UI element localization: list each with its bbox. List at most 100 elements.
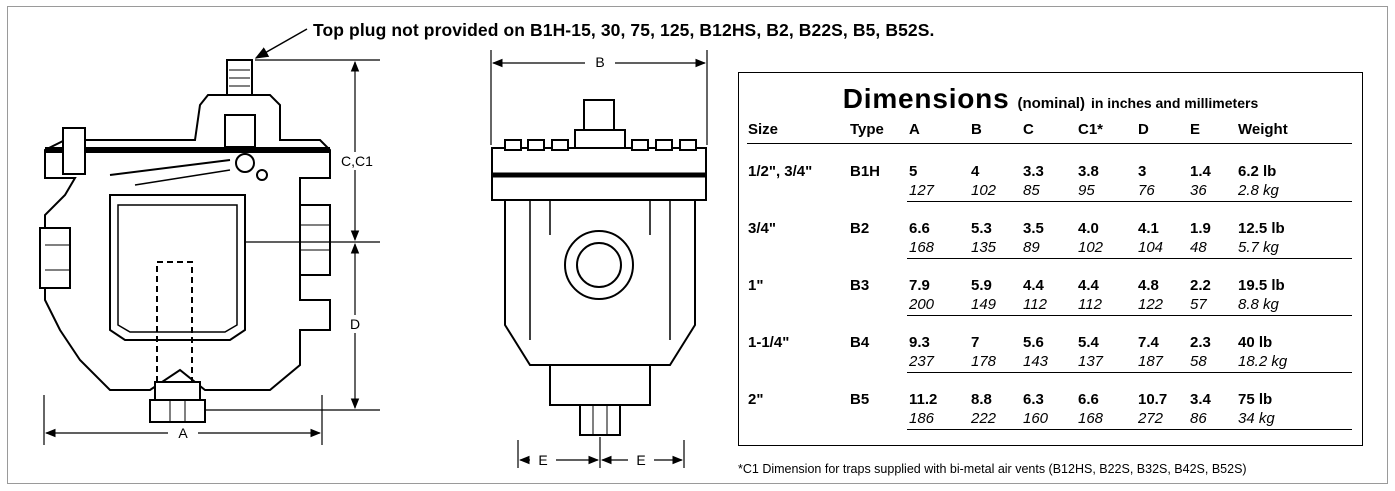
- inch-value: 8.8: [971, 391, 992, 408]
- metric-value: 122: [1138, 296, 1164, 313]
- dimensions-table: Dimensions (nominal) in inches and millime…: [738, 72, 1363, 446]
- column-header: Weight: [1238, 121, 1288, 138]
- row-rule: [907, 372, 1352, 373]
- inch-value: 3.5: [1023, 220, 1044, 237]
- inch-value: 1.9: [1190, 220, 1211, 237]
- metric-value: 237: [909, 353, 935, 370]
- header-rule: [747, 143, 1352, 144]
- metric-value: 48: [1190, 239, 1207, 256]
- row-size: 1": [748, 277, 764, 294]
- inch-value: 7.9: [909, 277, 930, 294]
- inch-value: 12.5 lb: [1238, 220, 1285, 237]
- figure-frame: [7, 6, 1388, 484]
- metric-value: 89: [1023, 239, 1040, 256]
- column-header: A: [909, 121, 920, 138]
- inch-value: 5.3: [971, 220, 992, 237]
- inch-value: 4.8: [1138, 277, 1159, 294]
- dimension-label-d: D: [350, 316, 360, 332]
- c1-footnote: *C1 Dimension for traps supplied with bi…: [738, 462, 1247, 476]
- row-rule: [907, 201, 1352, 202]
- inch-value: 2.3: [1190, 334, 1211, 351]
- metric-value: 135: [971, 239, 997, 256]
- metric-value: 149: [971, 296, 997, 313]
- metric-value: 200: [909, 296, 935, 313]
- row-rule: [907, 258, 1352, 259]
- row-size: 1-1/4": [748, 334, 790, 351]
- metric-value: 143: [1023, 353, 1049, 370]
- inch-value: 3.4: [1190, 391, 1211, 408]
- row-rule: [907, 429, 1352, 430]
- top-plug-note: Top plug not provided on B1H-15, 30, 75,…: [313, 20, 935, 40]
- column-header: C: [1023, 121, 1034, 138]
- metric-value: 222: [971, 410, 997, 427]
- metric-value: 104: [1138, 239, 1164, 256]
- metric-value: 137: [1078, 353, 1104, 370]
- metric-value: 2.8 kg: [1238, 182, 1279, 199]
- inch-value: 5.4: [1078, 334, 1099, 351]
- inch-value: 19.5 lb: [1238, 277, 1285, 294]
- inch-value: 4.4: [1023, 277, 1044, 294]
- inch-value: 5.6: [1023, 334, 1044, 351]
- inch-value: 11.2: [909, 391, 938, 408]
- dimension-label-e-left: E: [538, 452, 547, 468]
- metric-value: 58: [1190, 353, 1207, 370]
- metric-value: 186: [909, 410, 935, 427]
- column-header: E: [1190, 121, 1201, 138]
- front-view-drawing: [491, 99, 707, 436]
- column-header: Type: [850, 121, 884, 138]
- metric-value: 34 kg: [1238, 410, 1275, 427]
- inch-value: 5.9: [971, 277, 992, 294]
- metric-value: 76: [1138, 182, 1155, 199]
- column-header: C1*: [1078, 121, 1104, 138]
- metric-value: 86: [1190, 410, 1207, 427]
- metric-value: 127: [909, 182, 935, 199]
- inch-value: 4: [971, 163, 980, 180]
- inch-value: 2.2: [1190, 277, 1211, 294]
- metric-value: 272: [1138, 410, 1164, 427]
- metric-value: 95: [1078, 182, 1095, 199]
- inch-value: 9.3: [909, 334, 930, 351]
- dimension-label-b: B: [595, 54, 604, 70]
- row-type: B4: [850, 334, 870, 351]
- dimensions-title-nominal: (nominal): [1017, 95, 1085, 112]
- inch-value: 7.4: [1138, 334, 1159, 351]
- row-size: 1/2", 3/4": [748, 163, 813, 180]
- row-type: B3: [850, 277, 870, 294]
- metric-value: 168: [909, 239, 935, 256]
- column-header: D: [1138, 121, 1149, 138]
- inch-value: 6.6: [909, 220, 930, 237]
- metric-value: 85: [1023, 182, 1040, 199]
- dimensions-title: Dimensions (nominal) in inches and millime…: [739, 83, 1362, 115]
- dimension-label-c-c1: C,C1: [341, 153, 373, 169]
- row-size: 3/4": [748, 220, 776, 237]
- row-type: B2: [850, 220, 870, 237]
- inch-value: 7: [971, 334, 980, 351]
- metric-value: 112: [1023, 296, 1047, 313]
- dimension-label-e-right: E: [636, 452, 645, 468]
- inch-value: 5: [909, 163, 918, 180]
- row-type: B5: [850, 391, 870, 408]
- inch-value: 3: [1138, 163, 1147, 180]
- inch-value: 3.8: [1078, 163, 1099, 180]
- metric-value: 57: [1190, 296, 1207, 313]
- inch-value: 6.3: [1023, 391, 1044, 408]
- row-size: 2": [748, 391, 764, 408]
- inch-value: 4.0: [1078, 220, 1099, 237]
- column-header: B: [971, 121, 982, 138]
- inch-value: 6.2 lb: [1238, 163, 1277, 180]
- row-type: B1H: [850, 163, 881, 180]
- inch-value: 4.1: [1138, 220, 1159, 237]
- metric-value: 18.2 kg: [1238, 353, 1288, 370]
- metric-value: 102: [971, 182, 997, 199]
- metric-value: 102: [1078, 239, 1104, 256]
- inch-value: 6.6: [1078, 391, 1099, 408]
- dimensions-title-units: in inches and millimeters: [1090, 95, 1259, 111]
- front-view-dimensions: [490, 50, 708, 468]
- dimensions-title-main: Dimensions: [842, 83, 1010, 114]
- metric-value: 36: [1190, 182, 1207, 199]
- metric-value: 8.8 kg: [1238, 296, 1279, 313]
- inch-value: 10.7: [1138, 391, 1168, 408]
- metric-value: 168: [1078, 410, 1104, 427]
- inch-value: 1.4: [1190, 163, 1211, 180]
- inch-value: 40 lb: [1238, 334, 1273, 351]
